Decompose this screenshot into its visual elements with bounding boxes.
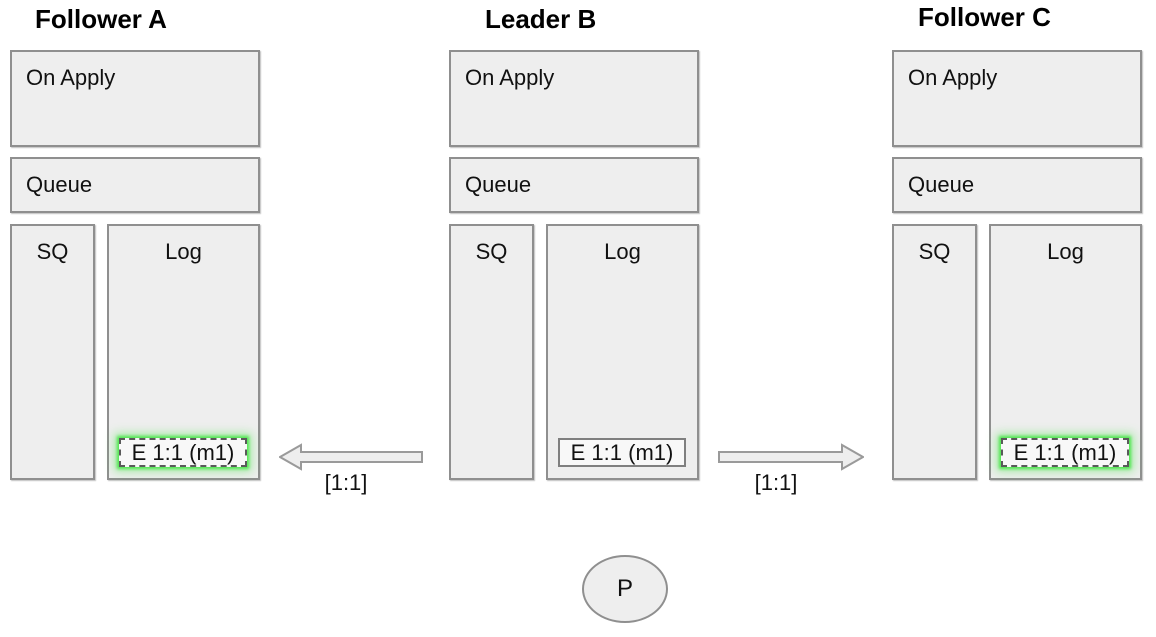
on-apply-label: On Apply (908, 65, 998, 90)
queue-label: Queue (26, 172, 93, 197)
sq-box: SQ (10, 224, 95, 480)
node-leader-b: Leader B On Apply Queue SQ Log E 1:1 (m1… (449, 0, 699, 490)
sq-label: SQ (918, 239, 951, 264)
node-title-follower-c: Follower C (918, 2, 1051, 32)
node-follower-c: Follower C On Apply Queue SQ Log E 1:1 (… (892, 0, 1142, 490)
sq-box: SQ (892, 224, 977, 480)
replicate-arrow-right (718, 443, 864, 471)
on-apply-label: On Apply (26, 65, 116, 90)
log-entry: E 1:1 (m1) (119, 438, 247, 467)
on-apply-box: On Apply (449, 50, 699, 147)
arrow-label-right: [1:1] (754, 470, 798, 495)
sq-label: SQ (36, 239, 69, 264)
log-box: Log E 1:1 (m1) (546, 224, 699, 480)
log-box: Log E 1:1 (m1) (989, 224, 1142, 480)
on-apply-label: On Apply (465, 65, 555, 90)
log-entry: E 1:1 (m1) (558, 438, 686, 467)
arrow-label-left: [1:1] (324, 470, 368, 495)
node-title-follower-a: Follower A (35, 4, 167, 34)
sq-label: SQ (475, 239, 508, 264)
queue-box: Queue (10, 157, 260, 213)
log-label: Log (165, 239, 202, 264)
queue-label: Queue (465, 172, 532, 197)
log-label: Log (1047, 239, 1084, 264)
proposer-label: P (616, 575, 633, 602)
node-follower-a: Follower A On Apply Queue SQ Log E 1:1 (… (10, 0, 260, 490)
log-entry: E 1:1 (m1) (1001, 438, 1129, 467)
log-entry-text: E 1:1 (m1) (1013, 439, 1117, 465)
on-apply-box: On Apply (892, 50, 1142, 147)
queue-box: Queue (449, 157, 699, 213)
replicate-arrow-left (279, 443, 423, 471)
queue-label: Queue (908, 172, 975, 197)
log-entry-text: E 1:1 (m1) (131, 439, 235, 465)
log-label: Log (604, 239, 641, 264)
proposer-ellipse: P (582, 555, 668, 623)
log-box: Log E 1:1 (m1) (107, 224, 260, 480)
queue-box: Queue (892, 157, 1142, 213)
on-apply-box: On Apply (10, 50, 260, 147)
sq-box: SQ (449, 224, 534, 480)
log-entry-text: E 1:1 (m1) (570, 439, 674, 465)
node-title-leader-b: Leader B (485, 4, 597, 34)
